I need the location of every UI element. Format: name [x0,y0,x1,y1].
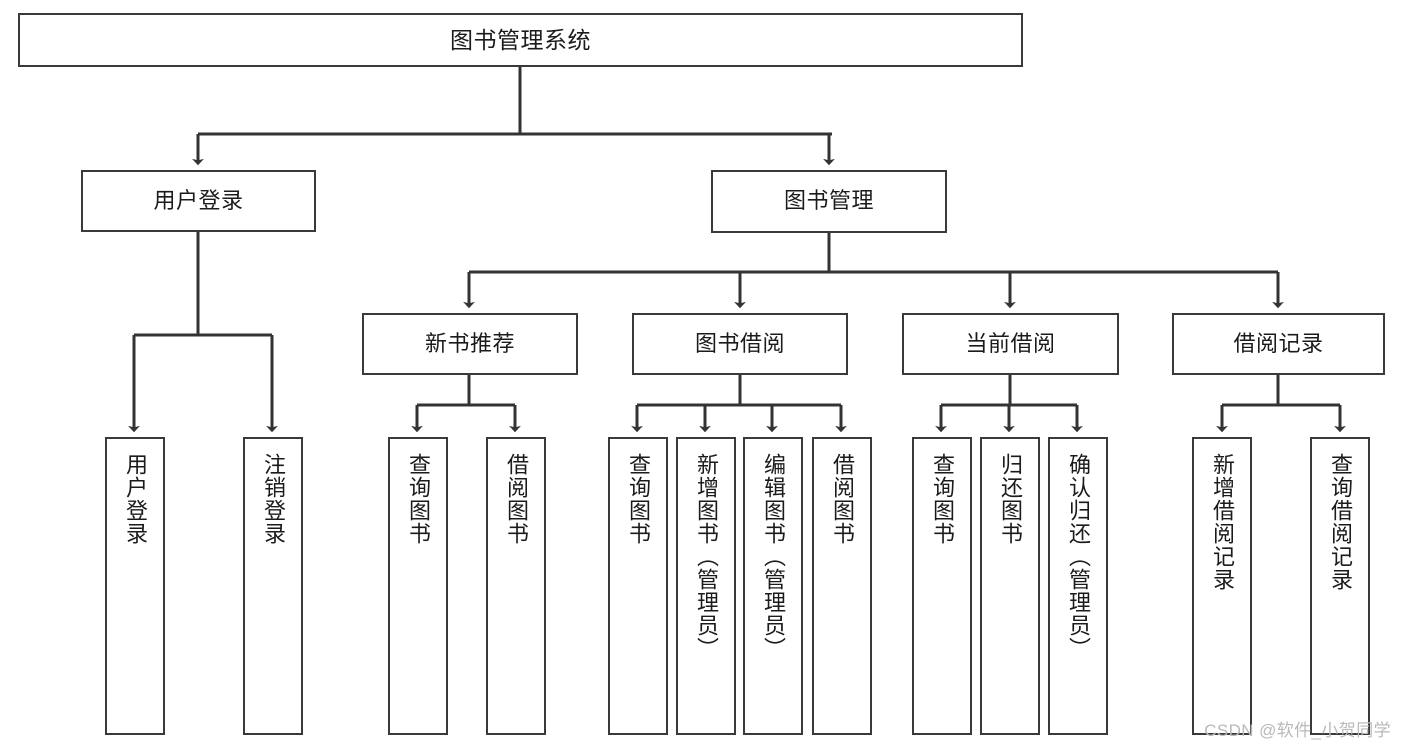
node-label: 新书推荐 [424,330,515,356]
node-label: 借阅记录 [1233,330,1324,356]
node-label: 用户登录 [122,453,148,545]
node-label: 查询图书 [625,453,651,545]
node-label: 归还图书 [997,453,1023,545]
node-root-system[interactable]: 图书管理系统 [18,13,1023,67]
node-label: 图书管理 [783,188,874,214]
leaf-borrow-borrow-book[interactable]: 借阅图书 [812,437,872,735]
leaf-borrow-add-book[interactable]: 新增图书（管理员） [676,437,736,735]
leaf-current-query-book[interactable]: 查询图书 [912,437,972,735]
leaf-borrow-edit-book[interactable]: 编辑图书（管理员） [743,437,803,735]
node-label: 查询图书 [405,453,431,545]
node-label: 确认归还（管理员） [1065,453,1091,660]
node-label: 查询图书 [929,453,955,545]
leaf-record-query[interactable]: 查询借阅记录 [1310,437,1370,735]
csdn-watermark: CSDN @软件_小贺同学 [1204,721,1391,740]
node-user-login[interactable]: 用户登录 [81,170,316,232]
node-label: 新增图书（管理员） [693,453,719,660]
node-current-borrow[interactable]: 当前借阅 [902,313,1119,375]
node-label: 注销登录 [260,453,286,545]
node-book-management[interactable]: 图书管理 [711,170,947,233]
node-label: 借阅图书 [829,453,855,545]
node-label: 查询借阅记录 [1327,453,1353,591]
leaf-current-return-book[interactable]: 归还图书 [980,437,1040,735]
node-label: 图书管理系统 [450,26,591,53]
node-new-book-recommend[interactable]: 新书推荐 [362,313,578,375]
leaf-recommend-borrow-book[interactable]: 借阅图书 [486,437,546,735]
leaf-user-logout[interactable]: 注销登录 [243,437,303,735]
node-borrow-record[interactable]: 借阅记录 [1172,313,1385,375]
node-label: 新增借阅记录 [1209,453,1235,591]
node-label: 图书借阅 [694,330,785,356]
leaf-current-confirm-return[interactable]: 确认归还（管理员） [1048,437,1108,735]
node-book-borrow[interactable]: 图书借阅 [632,313,848,375]
leaf-record-add[interactable]: 新增借阅记录 [1192,437,1252,735]
node-label: 借阅图书 [503,453,529,545]
node-label: 用户登录 [153,187,244,213]
node-label: 编辑图书（管理员） [760,453,786,660]
leaf-borrow-query-book[interactable]: 查询图书 [608,437,668,735]
leaf-user-login[interactable]: 用户登录 [105,437,165,735]
node-label: 当前借阅 [965,330,1056,356]
leaf-recommend-query-book[interactable]: 查询图书 [388,437,448,735]
